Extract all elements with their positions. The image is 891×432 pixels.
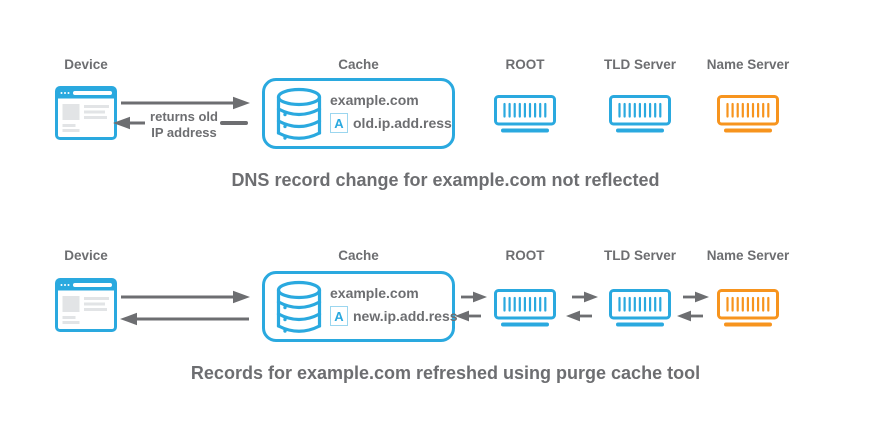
cache-database-icon	[274, 280, 324, 336]
cache-database-icon	[274, 87, 324, 143]
root-server-icon	[494, 289, 556, 329]
query-arrow-icon	[683, 291, 709, 303]
request-arrow-icon	[120, 290, 250, 304]
cache-label: Cache	[338, 57, 379, 72]
root-server-label: ROOT	[505, 57, 545, 72]
device-label: Device	[64, 248, 108, 263]
query-arrow-icon	[572, 291, 598, 303]
record-type-badge: A	[330, 113, 348, 133]
device-label: Device	[64, 57, 108, 72]
name-server-icon	[717, 95, 779, 135]
cache-label: Cache	[338, 248, 379, 263]
diagram-row-refreshed: Device Cache example.com A new.ip.add.re…	[0, 190, 891, 432]
return-arrow-dash	[220, 121, 248, 125]
name-server-label: Name Server	[706, 57, 790, 72]
diagram-caption: DNS record change for example.com not re…	[231, 170, 660, 190]
record-value: old.ip.add.ress	[353, 115, 452, 131]
cache-record-line: A new.ip.add.ress	[330, 306, 458, 326]
name-server-icon	[717, 289, 779, 329]
return-arrow-label-line1: returns old	[150, 109, 218, 124]
cache-record: example.com A old.ip.add.ress	[330, 93, 452, 133]
return-arrow-icon	[113, 116, 145, 130]
cache-domain: example.com	[330, 92, 419, 108]
tld-server-label: TLD Server	[603, 57, 677, 72]
return-arrow-label-line2: IP address	[151, 125, 217, 140]
cache-domain: example.com	[330, 285, 419, 301]
response-arrow-icon	[566, 310, 592, 322]
diagram-caption: Records for example.com refreshed using …	[190, 363, 701, 383]
response-arrow-icon	[677, 310, 703, 322]
record-value: new.ip.add.ress	[353, 308, 458, 324]
device-browser-icon	[55, 86, 117, 140]
request-arrow-icon	[120, 96, 250, 110]
record-type-badge: A	[330, 306, 348, 326]
diagram-row-not-reflected: Device returns old IP address Cache exam…	[0, 0, 891, 200]
return-arrow-label: returns old IP address	[146, 109, 222, 141]
tld-server-icon	[609, 289, 671, 329]
root-server-icon	[494, 95, 556, 135]
cache-record-line: A old.ip.add.ress	[330, 113, 452, 133]
tld-server-icon	[609, 95, 671, 135]
name-server-label: Name Server	[706, 248, 790, 263]
cache-record: example.com A new.ip.add.ress	[330, 286, 458, 326]
device-browser-icon	[55, 278, 117, 332]
response-arrow-icon	[455, 310, 481, 322]
return-arrow-icon	[120, 312, 250, 326]
root-server-label: ROOT	[505, 248, 545, 263]
tld-server-label: TLD Server	[603, 248, 677, 263]
query-arrow-icon	[461, 291, 487, 303]
